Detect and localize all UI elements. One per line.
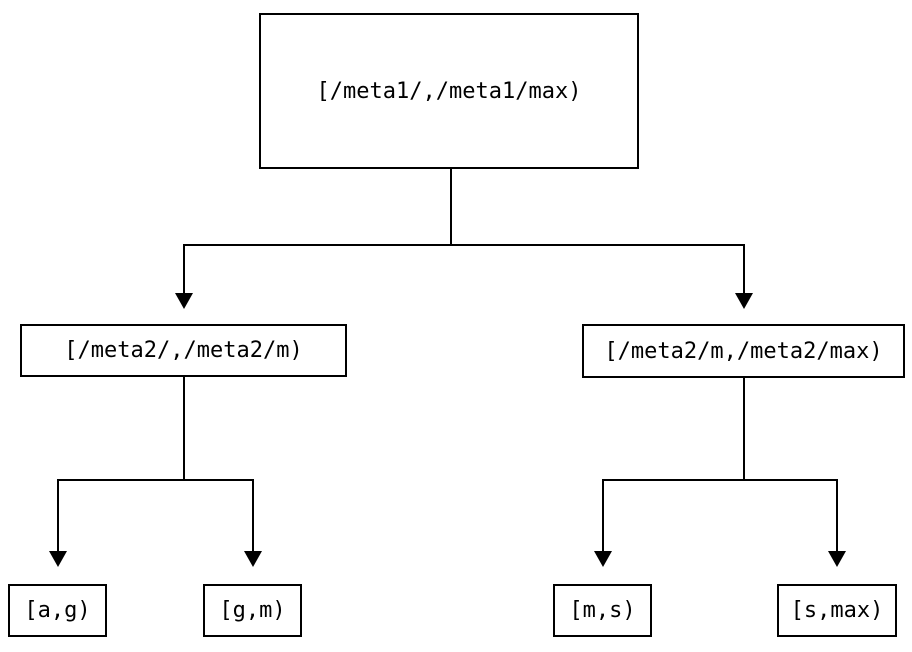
arrowhead-ms-icon: [594, 551, 612, 567]
node-leaf-smax: [s,max): [777, 584, 897, 637]
node-right: [/meta2/m,/meta2/max): [582, 324, 905, 378]
node-leaf-ag: [a,g): [8, 584, 107, 637]
node-left: [/meta2/,/meta2/m): [20, 324, 347, 377]
arrowhead-right-icon: [735, 293, 753, 309]
node-leaf-ms: [m,s): [553, 584, 652, 637]
node-leaf-gm: [g,m): [203, 584, 302, 637]
arrowhead-ag-icon: [49, 551, 67, 567]
node-root: [/meta1/,/meta1/max): [259, 13, 639, 169]
arrowhead-left-icon: [175, 293, 193, 309]
arrowhead-smax-icon: [828, 551, 846, 567]
arrowhead-gm-icon: [244, 551, 262, 567]
